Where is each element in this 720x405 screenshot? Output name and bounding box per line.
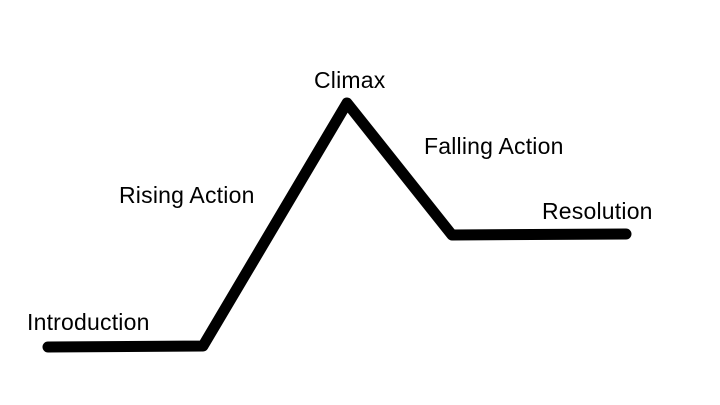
label-falling-action: Falling Action	[424, 133, 564, 159]
label-rising-action: Rising Action	[119, 182, 255, 208]
label-resolution: Resolution	[542, 198, 653, 224]
story-arc-line	[42, 97, 632, 353]
label-climax: Climax	[314, 67, 386, 93]
label-introduction: Introduction	[27, 309, 150, 335]
